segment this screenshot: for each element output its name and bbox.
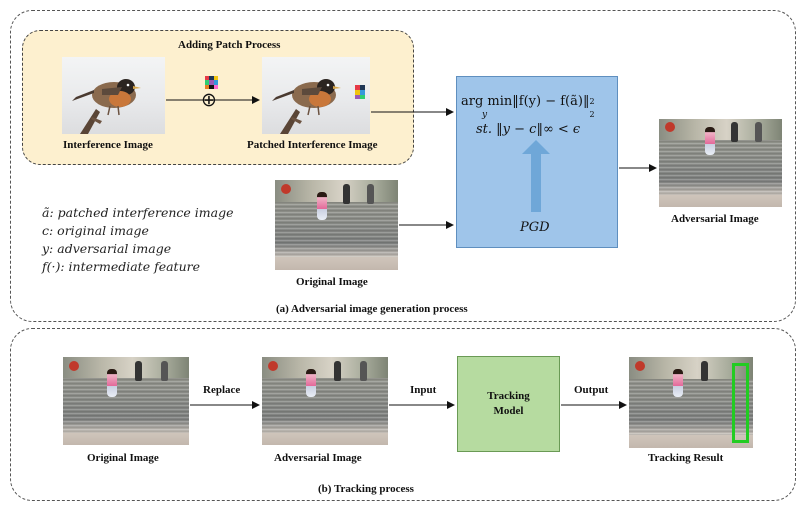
patch-icon: [205, 76, 218, 89]
output-label: Output: [574, 384, 609, 396]
patched-image-caption: Patched Interference Image: [247, 139, 378, 151]
original-image-caption-b: Original Image: [87, 452, 159, 464]
patch-process-title: Adding Patch Process: [178, 39, 281, 51]
tracking-model-label-line2: Model: [493, 405, 524, 417]
original-image-caption-a: Original Image: [296, 276, 368, 288]
patched-bird-illustration: [272, 79, 365, 134]
objective-subscript: 2: [589, 110, 595, 119]
patched-interference-image: [262, 57, 370, 134]
bird-illustration: [72, 79, 141, 134]
adversarial-image-b: [262, 357, 388, 445]
plus-operator: ⊕: [201, 89, 217, 111]
tracking-result-image: [629, 357, 753, 448]
adversarial-image-caption-b: Adversarial Image: [274, 452, 362, 464]
tracking-bounding-box: [732, 363, 749, 443]
adversarial-patch: [355, 85, 365, 99]
legend-line-f: f(·): intermediate feature: [42, 259, 201, 274]
argmin-variable: y: [482, 110, 488, 120]
adversarial-image-caption-a: Adversarial Image: [671, 213, 759, 225]
optimization-constraint: st. ‖y − c‖∞ < ϵ: [476, 122, 581, 137]
panel-a-border: [10, 10, 796, 322]
pgd-label: PGD: [520, 220, 550, 235]
original-image-b: [63, 357, 189, 445]
legend-line-a-tilde: ã: patched interference image: [42, 205, 234, 220]
pgd-arrow: [522, 140, 550, 212]
tracking-result-caption: Tracking Result: [648, 452, 724, 464]
tracking-model-label-line1: Tracking: [487, 390, 530, 402]
original-image-a: [275, 180, 398, 270]
input-label: Input: [410, 384, 437, 396]
objective-superscript: 2: [589, 97, 595, 106]
adversarial-image-a: [659, 119, 782, 207]
tracking-model-box: Tracking Model: [457, 356, 560, 452]
legend-line-y: y: adversarial image: [42, 241, 172, 256]
panel-b-border: [10, 328, 796, 501]
panel-a-caption: (a) Adversarial image generation process: [276, 303, 468, 315]
interference-image-caption: Interference Image: [63, 139, 153, 151]
replace-label: Replace: [203, 384, 241, 396]
interference-image: [62, 57, 165, 134]
panel-b-caption: (b) Tracking process: [318, 483, 414, 495]
legend-line-c: c: original image: [42, 223, 149, 238]
